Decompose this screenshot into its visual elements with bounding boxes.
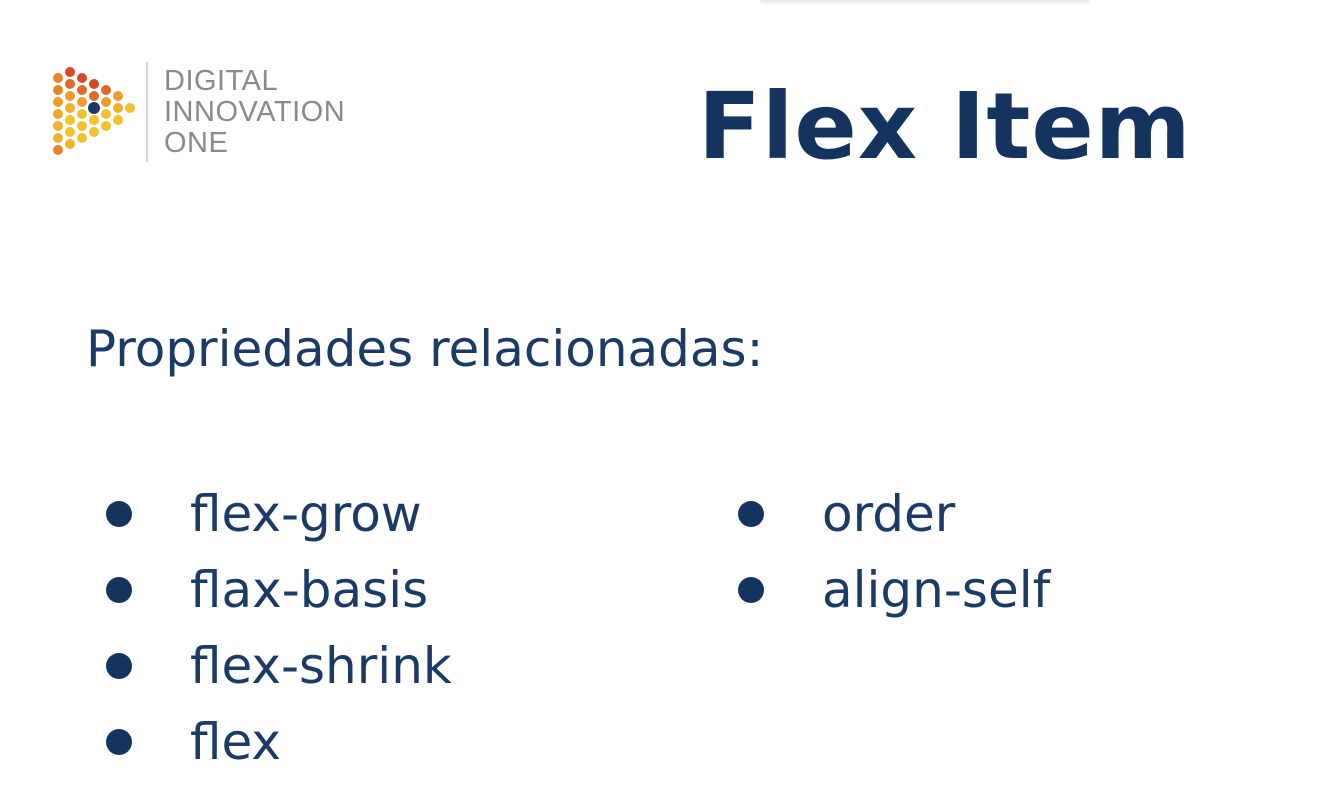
dotted-play-triangle-logo-icon (53, 67, 135, 155)
top-edge-shadow (760, 0, 1090, 6)
list-item-text: flex (190, 713, 281, 771)
list-item: flex-grow (106, 476, 452, 552)
digital-innovation-one-logo: DIGITAL INNOVATION ONE (50, 62, 380, 162)
slide-title: Flex Item (698, 73, 1192, 180)
logo-divider (146, 62, 148, 162)
list-item-text: flax-basis (190, 561, 429, 619)
slide-subtitle: Propriedades relacionadas: (86, 320, 764, 378)
list-item: order (738, 476, 1050, 552)
list-item: flex (106, 704, 452, 780)
list-item: flex-shrink (106, 628, 452, 704)
list-item-text: align-self (822, 561, 1051, 619)
bullet-icon (738, 501, 764, 527)
logo-line-digital: DIGITAL (164, 65, 279, 97)
left-property-list: flex-grow flax-basis flex-shrink flex (106, 476, 452, 780)
bullet-icon (106, 577, 132, 603)
logo-wordmark: DIGITAL INNOVATION ONE (164, 66, 345, 159)
bullet-icon (106, 729, 132, 755)
logo-line-innovation: INNOVATION (164, 96, 346, 128)
right-property-list: order align-self (738, 476, 1050, 628)
list-item: align-self (738, 552, 1050, 628)
logo-line-one: ONE (164, 127, 229, 159)
list-item-text: flex-shrink (190, 637, 452, 695)
list-item-text: flex-grow (190, 485, 422, 543)
list-item: flax-basis (106, 552, 452, 628)
bullet-icon (106, 501, 132, 527)
bullet-icon (738, 577, 764, 603)
list-item-text: order (822, 485, 956, 543)
bullet-icon (106, 653, 132, 679)
